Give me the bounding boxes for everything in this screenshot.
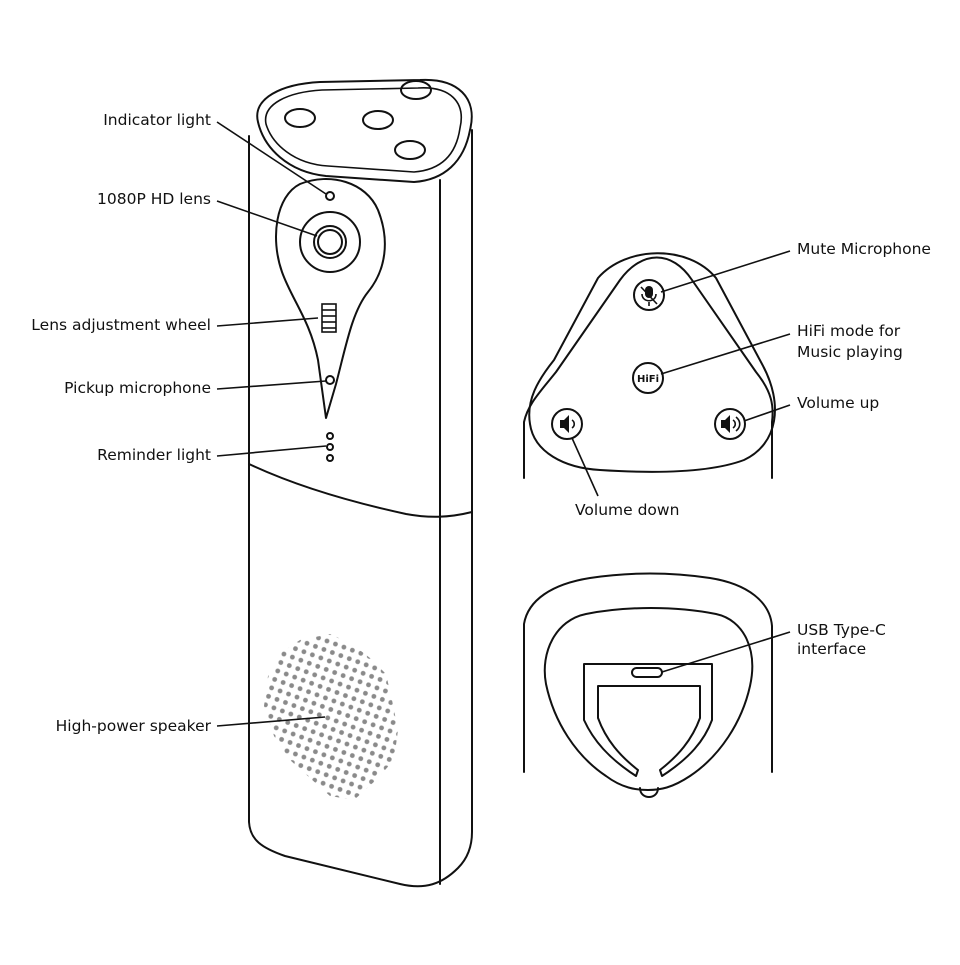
mute-microphone-button[interactable] (633, 279, 665, 311)
lens-adjustment-wheel (321, 303, 337, 333)
hifi-icon: HiFi (637, 374, 659, 385)
label-hd-lens: 1080P HD lens (97, 190, 211, 208)
hifi-button[interactable]: HiFi (632, 362, 664, 394)
volume-up-icon (721, 415, 741, 433)
label-hifi-line1: HiFi mode for (797, 322, 901, 340)
label-volume-up: Volume up (797, 394, 879, 412)
reminder-lights (326, 432, 334, 462)
hd-lens (299, 211, 361, 273)
speaker-grille (264, 634, 398, 800)
microphone-mute-icon (640, 286, 658, 306)
label-mute-mic: Mute Microphone (797, 240, 931, 258)
top-view (523, 252, 776, 479)
label-usb-line2: interface (797, 640, 866, 658)
label-volume-down: Volume down (575, 501, 679, 519)
labels: Indicator light 1080P HD lens Lens adjus… (31, 111, 931, 735)
device-body (248, 78, 473, 888)
volume-down-button[interactable] (551, 408, 583, 440)
volume-up-button[interactable] (714, 408, 746, 440)
label-speaker: High-power speaker (56, 717, 212, 735)
label-indicator-light: Indicator light (103, 111, 211, 129)
label-usb-line1: USB Type-C (797, 621, 886, 639)
bottom-view (523, 572, 773, 798)
label-pickup-mic: Pickup microphone (64, 379, 211, 397)
top-cap-circles (284, 80, 432, 160)
label-reminder-light: Reminder light (97, 446, 211, 464)
indicator-light-dot (325, 191, 335, 201)
usb-type-c-port (631, 667, 663, 678)
leader-lines (216, 121, 791, 727)
volume-down-icon (560, 415, 576, 433)
pickup-microphone-dot (325, 375, 335, 385)
label-lens-wheel: Lens adjustment wheel (31, 316, 211, 334)
label-hifi-line2: Music playing (797, 343, 903, 361)
